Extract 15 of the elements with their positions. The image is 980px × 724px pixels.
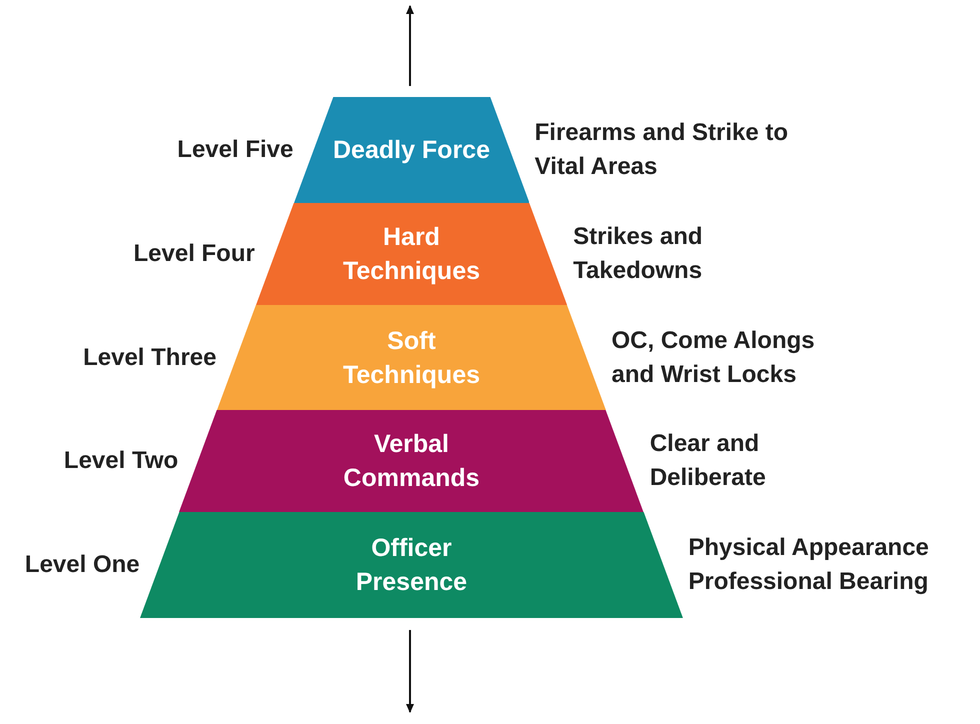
description-text: Physical Appearance Professional Bearing xyxy=(688,533,930,597)
tier-label: Officer Presence xyxy=(354,533,468,598)
level-label: Level Two xyxy=(64,446,178,476)
tier-label: Hard Techniques xyxy=(342,222,482,287)
level-label: Level Four xyxy=(133,239,255,269)
description-text: Strikes and Takedowns xyxy=(573,222,704,286)
tier-label: Verbal Commands xyxy=(342,429,481,494)
description-text: OC, Come Alongs and Wrist Locks xyxy=(611,326,816,390)
tier-label: Soft Techniques xyxy=(342,326,482,390)
level-label: Level One xyxy=(24,550,140,580)
level-label: Level Five xyxy=(177,135,294,165)
description-text: Clear and Deliberate xyxy=(650,429,767,493)
description-text: Firearms and Strike to Vital Areas xyxy=(534,118,790,182)
tier-label: Deadly Force xyxy=(332,135,490,166)
level-label: Level Three xyxy=(83,342,216,372)
